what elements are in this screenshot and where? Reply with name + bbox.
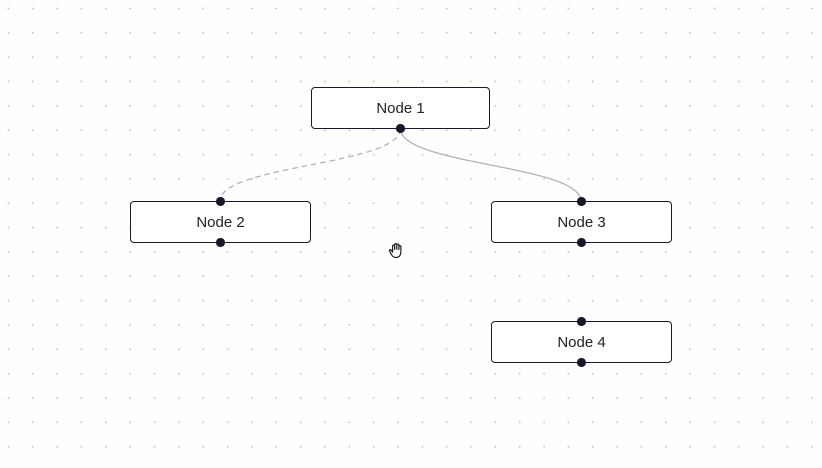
edge-node1-node3[interactable] [399,128,582,202]
node-4-target-handle-top[interactable] [577,317,586,326]
node-3-target-handle-top[interactable] [577,197,586,206]
node-4-source-handle-bottom[interactable] [577,358,586,367]
node-2-target-handle-top[interactable] [216,197,225,206]
edge-node1-node2[interactable] [219,128,402,202]
node-2[interactable]: Node 2 [130,197,311,247]
node-1-label: Node 1 [376,99,425,117]
node-3-source-handle-bottom[interactable] [577,238,586,247]
node-3-label: Node 3 [557,213,606,231]
node-3[interactable]: Node 3 [491,197,672,247]
node-4-label: Node 4 [557,333,606,351]
node-1-source-handle-bottom[interactable] [396,124,405,133]
node-2-label: Node 2 [196,213,245,231]
node-4[interactable]: Node 4 [491,317,672,367]
node-1[interactable]: Node 1 [311,87,490,133]
node-2-source-handle-bottom[interactable] [216,238,225,247]
